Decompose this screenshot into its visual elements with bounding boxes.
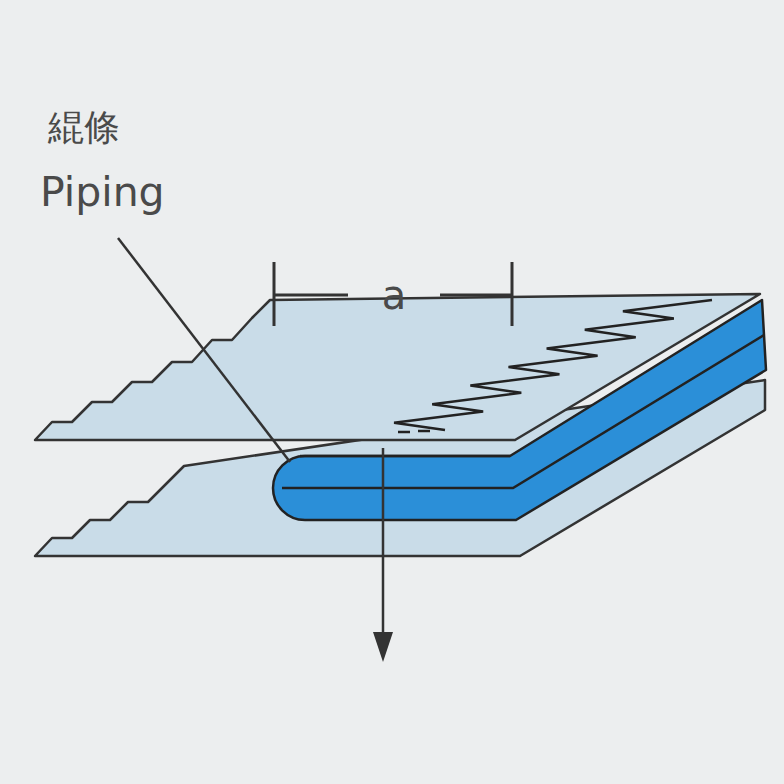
stitch-dash (398, 431, 430, 432)
label-chinese: 緄條 (48, 110, 120, 146)
dimension-label: a (382, 275, 407, 315)
zigzag-stitch (394, 300, 712, 432)
leader-line (118, 238, 290, 462)
piping-fold-line (282, 335, 764, 488)
piping-strip (273, 300, 766, 520)
label-piping: Piping (40, 172, 165, 213)
stitch-line (394, 300, 712, 430)
arrow-head (373, 632, 393, 662)
piping-edge-front (300, 455, 510, 458)
direction-arrow (382, 448, 385, 640)
dimension-a (274, 262, 512, 326)
